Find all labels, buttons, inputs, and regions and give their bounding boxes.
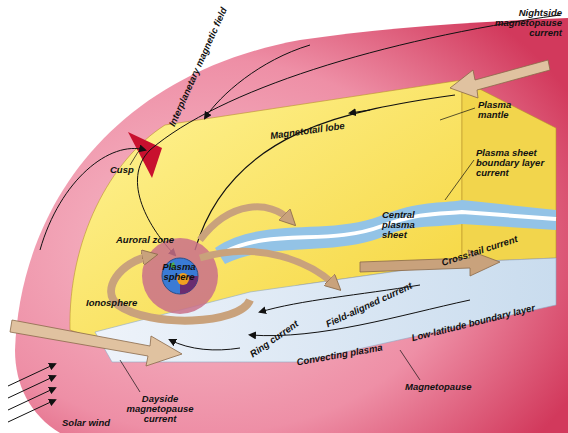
region-label: Plasma sphere xyxy=(158,262,200,282)
region-label: Plasma sheet boundary layer current xyxy=(476,148,560,178)
leader-line xyxy=(445,160,474,200)
ring-current-arrow xyxy=(111,256,250,321)
leader-line xyxy=(440,108,475,120)
field-direction-arrow xyxy=(350,110,370,113)
region-label: Auroral zone xyxy=(116,235,174,245)
region-label: Solar wind xyxy=(62,418,110,428)
field-line xyxy=(195,95,455,250)
field-aligned-current-arrow xyxy=(200,251,335,285)
region-label: Cusp xyxy=(110,165,134,175)
solar-wind-arrow xyxy=(8,400,55,422)
region-label: Plasma mantle xyxy=(478,100,524,120)
leader-line xyxy=(400,350,420,380)
solar-wind-arrow xyxy=(8,388,55,410)
region-label: Ionosphere xyxy=(86,298,137,308)
field-aligned-current-arrow xyxy=(200,207,290,240)
region-label: Dayside magnetopause current xyxy=(120,394,200,424)
convection-arrow xyxy=(170,340,240,350)
magnetopause-shell xyxy=(15,18,568,433)
region-label: Magnetopause xyxy=(405,382,472,392)
region-label: Nightside magnetopause current xyxy=(478,8,562,38)
leader-line xyxy=(120,360,140,392)
region-label: Central plasma sheet xyxy=(382,210,438,240)
dayside-current-arrow xyxy=(10,320,182,366)
field-line xyxy=(205,45,310,118)
plasmasphere xyxy=(142,238,218,314)
solar-wind-arrow xyxy=(8,364,55,386)
solar-wind-arrow xyxy=(8,376,55,398)
leader-line xyxy=(130,152,138,165)
nightside-current-arrow xyxy=(450,60,550,98)
